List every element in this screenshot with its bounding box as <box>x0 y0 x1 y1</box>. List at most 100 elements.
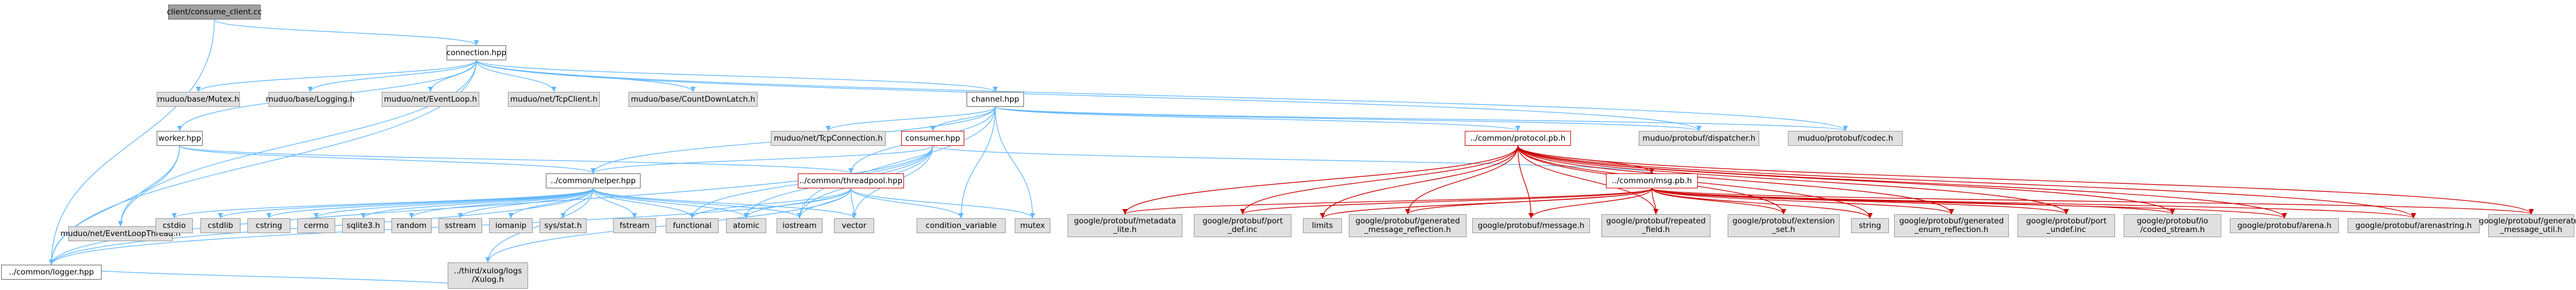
node-generated-message-util-h[interactable]: google/protobuf/generated _message_util.… <box>2479 214 2576 237</box>
node-vector[interactable]: vector <box>834 218 874 233</box>
node-sstream[interactable]: sstream <box>439 218 482 233</box>
node-arena-h[interactable]: google/protobuf/arena.h <box>2230 218 2339 233</box>
node-msg-pb-h[interactable]: ../common/msg.pb.h <box>1606 173 1698 188</box>
node-sqlite3-h[interactable]: sqlite3.h <box>342 218 385 233</box>
edge-consumer-to-helper <box>591 145 933 174</box>
node-worker-hpp[interactable]: worker.hpp <box>157 131 203 146</box>
edge-protocol-to-repeated <box>1517 145 1659 215</box>
node-metadata-lite-h[interactable]: google/protobuf/metadata _lite.h <box>1068 214 1182 237</box>
node-muduo-countdownlatch-h[interactable]: muduo/base/CountDownLatch.h <box>629 92 758 107</box>
node-helper-hpp[interactable]: ../common/helper.hpp <box>546 173 641 188</box>
node-iostream[interactable]: iostream <box>777 218 823 233</box>
node-muduo-tcpclient-h[interactable]: muduo/net/TcpClient.h <box>508 92 600 107</box>
node-port-def-inc[interactable]: google/protobuf/port _def.inc <box>1194 214 1291 237</box>
edge-worker-to-logger <box>48 145 180 265</box>
node-coded-stream-h[interactable]: google/protobuf/io /coded_stream.h <box>2124 214 2221 237</box>
node-muduo-mutex-h[interactable]: muduo/base/Mutex.h <box>157 92 240 107</box>
node-cerrno[interactable]: cerrno <box>297 218 335 233</box>
edge-connection-to-channel <box>476 60 998 92</box>
edge-protocol-to-gen_enum_refl <box>1517 145 1954 215</box>
node-arenastring-h[interactable]: google/protobuf/arenastring.h <box>2348 218 2480 233</box>
edge-threadpool-to-iostream <box>797 188 852 219</box>
edge-helper-to-cerrno <box>313 188 594 219</box>
node-mutex[interactable]: mutex <box>1015 218 1050 233</box>
edge-msg-to-extension <box>1651 188 1786 215</box>
edge-root-to-connection <box>214 19 479 46</box>
node-consume-client-cc: client/consume_client.cc <box>167 5 262 20</box>
edge-helper-to-random <box>409 188 594 219</box>
edge-msg-to-port_def <box>1240 188 1652 215</box>
node-cstdio[interactable]: cstdio <box>156 218 193 233</box>
node-consumer-hpp[interactable]: consumer.hpp <box>901 131 964 146</box>
edge-connection-to-mutex_h <box>196 60 477 92</box>
node-limits[interactable]: limits <box>1303 218 1342 233</box>
node-atomic[interactable]: atomic <box>726 218 766 233</box>
node-extension-set-h[interactable]: google/protobuf/extension _set.h <box>1728 214 1840 237</box>
node-connection-hpp[interactable]: connection.hpp <box>447 45 506 60</box>
edge-helper-to-sqlite <box>360 188 594 219</box>
edge-connection-to-dispatcher <box>476 60 1702 132</box>
edge-helper-to-sstream <box>457 188 594 219</box>
edge-worker-to-helper <box>179 145 596 174</box>
edge-channel-to-codec <box>995 106 1848 132</box>
node-iomanip[interactable]: iomanip <box>489 218 533 233</box>
edge-msg-to-gen_enum_refl <box>1651 188 1954 215</box>
edge-connection-to-logging <box>308 60 477 92</box>
edge-connection-to-eventloop <box>428 60 477 92</box>
node-muduo-eventloop-h[interactable]: muduo/net/EventLoop.h <box>382 92 479 107</box>
node-threadpool-hpp[interactable]: ../common/threadpool.hpp <box>798 173 904 188</box>
node-channel-hpp[interactable]: channel.hpp <box>967 92 1024 107</box>
edge-msg-to-arena <box>1651 188 2287 219</box>
node-port-undef-inc[interactable]: google/protobuf/port _undef.inc <box>2018 214 2115 237</box>
edge-protocol-to-port_undef <box>1517 145 2069 215</box>
node-sys-stat-h[interactable]: sys/stat.h <box>540 218 587 233</box>
edge-helper-to-cstdio <box>172 188 594 219</box>
edge-msg-to-metadata_lite <box>1122 188 1652 215</box>
node-muduo-logging-h[interactable]: muduo/base/Logging.h <box>266 92 355 107</box>
edge-msg-to-gen_msg_refl <box>1405 188 1652 215</box>
edge-threadpool-to-functional <box>689 188 852 219</box>
node-muduo-tcpconnection-h[interactable]: muduo/net/TcpConnection.h <box>771 131 886 146</box>
node-xulog-h[interactable]: ../third/xulog/logs /Xulog.h <box>448 262 528 289</box>
edge-msg-to-arenastring <box>1651 188 2416 219</box>
edge-connection-to-thread <box>118 60 477 227</box>
node-fstream[interactable]: fstream <box>613 218 656 233</box>
node-eventloopthread-h[interactable]: muduo/net/EventLoopThread.h <box>60 226 181 241</box>
edge-protocol-to-arenastring <box>1517 145 2416 219</box>
node-protobuf-dispatcher-h[interactable]: muduo/protobuf/dispatcher.h <box>1639 131 1759 146</box>
edge-connection-to-tcpclient <box>476 60 557 92</box>
edge-worker-to-threadpool <box>179 145 854 174</box>
edge-helper-to-sysstat <box>560 188 594 219</box>
edge-consumer-to-msg <box>932 145 1655 174</box>
node-functional[interactable]: functional <box>666 218 719 233</box>
node-cstring[interactable]: cstring <box>247 218 290 233</box>
node-random[interactable]: random <box>391 218 432 233</box>
edge-helper-to-atomic <box>592 188 749 219</box>
edge-threadpool-to-atomic <box>743 188 852 219</box>
edge-msg-to-repeated <box>1651 188 1659 215</box>
edge-threadpool-to-condvar <box>850 188 964 219</box>
edge-protocol-to-arena <box>1517 145 2287 219</box>
node-logger-hpp[interactable]: ../common/logger.hpp <box>1 265 102 280</box>
node-message-h[interactable]: google/protobuf/message.h <box>1472 218 1590 233</box>
node-condition-variable[interactable]: condition_variable <box>917 218 1006 233</box>
node-protocol-pb-h[interactable]: ../common/protocol.pb.h <box>1465 131 1571 146</box>
edge-channel-to-iostream <box>797 106 996 219</box>
node-repeated-field-h[interactable]: google/protobuf/repeated _field.h <box>1601 214 1710 237</box>
edge-helper-to-cstring <box>266 188 594 219</box>
node-generated-enum-reflection-h[interactable]: google/protobuf/generated _enum_reflecti… <box>1894 214 2009 237</box>
edge-protocol-to-metadata_lite <box>1122 145 1519 215</box>
edge-channel-to-consumer <box>930 106 996 132</box>
edge-channel-to-protocol <box>995 106 1520 132</box>
node-string[interactable]: string <box>1851 218 1889 233</box>
edge-msg-to-message <box>1528 188 1652 219</box>
edge-helper-to-iomanip <box>508 188 594 219</box>
edge-protocol-to-gen_msg_refl <box>1405 145 1519 215</box>
edge-consumer-to-logger <box>49 145 933 265</box>
node-protobuf-codec-h[interactable]: muduo/protobuf/codec.h <box>1788 131 1903 146</box>
node-generated-message-reflection-h[interactable]: google/protobuf/generated _message_refle… <box>1349 214 1467 237</box>
edge-msg-to-gen_msg_util <box>1651 188 2534 215</box>
edge-root-to-logger <box>48 19 215 265</box>
node-cstdlib[interactable]: cstdlib <box>200 218 240 233</box>
